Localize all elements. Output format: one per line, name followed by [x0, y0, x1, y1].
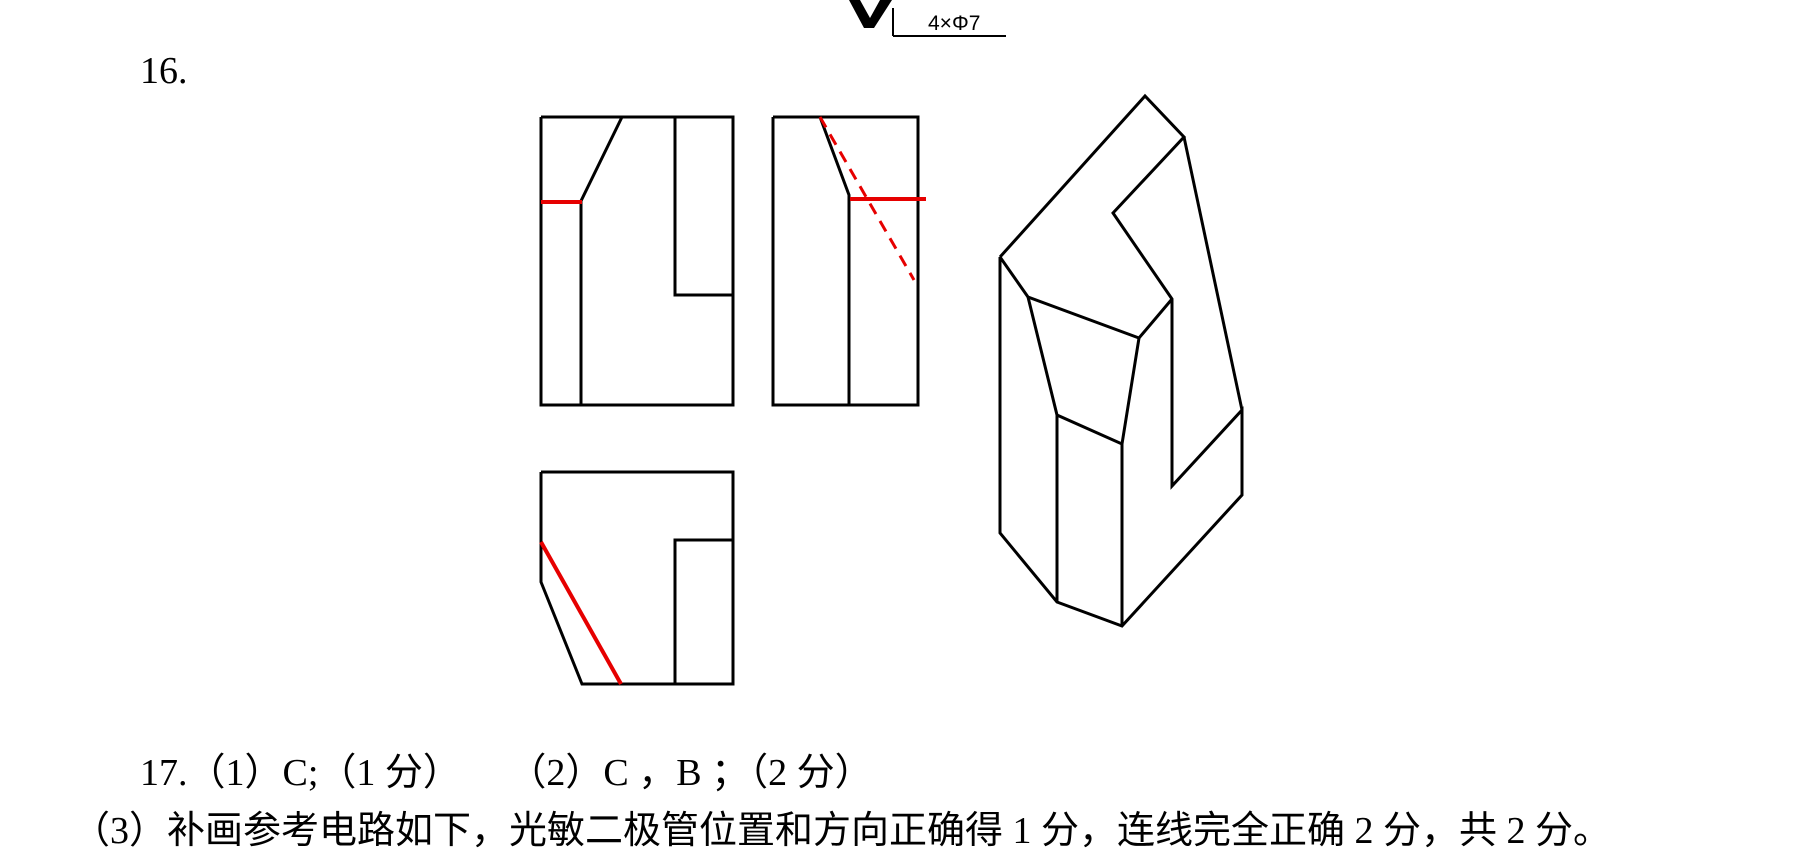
side-view	[771, 115, 926, 407]
spec-mark-icon	[849, 0, 892, 28]
front-view	[539, 115, 735, 407]
top-view	[539, 470, 735, 686]
surface-spec-symbol: 4×Φ7	[849, 0, 1006, 37]
isometric-view	[998, 93, 1244, 628]
question-16-number: 16.	[140, 50, 188, 92]
question-17-answer: 17.（1）C;（1 分） （2）C ，B ；（2 分）	[140, 752, 873, 794]
spec-label: 4×Φ7	[928, 12, 980, 35]
side-view-hidden-line	[818, 116, 916, 281]
top-view-correction-line	[539, 541, 623, 685]
question-17-part-3-text: （3）补画参考电路如下，光敏二极管位置和方向正确得 1 分，连线完全正确 2 分…	[72, 810, 1612, 852]
